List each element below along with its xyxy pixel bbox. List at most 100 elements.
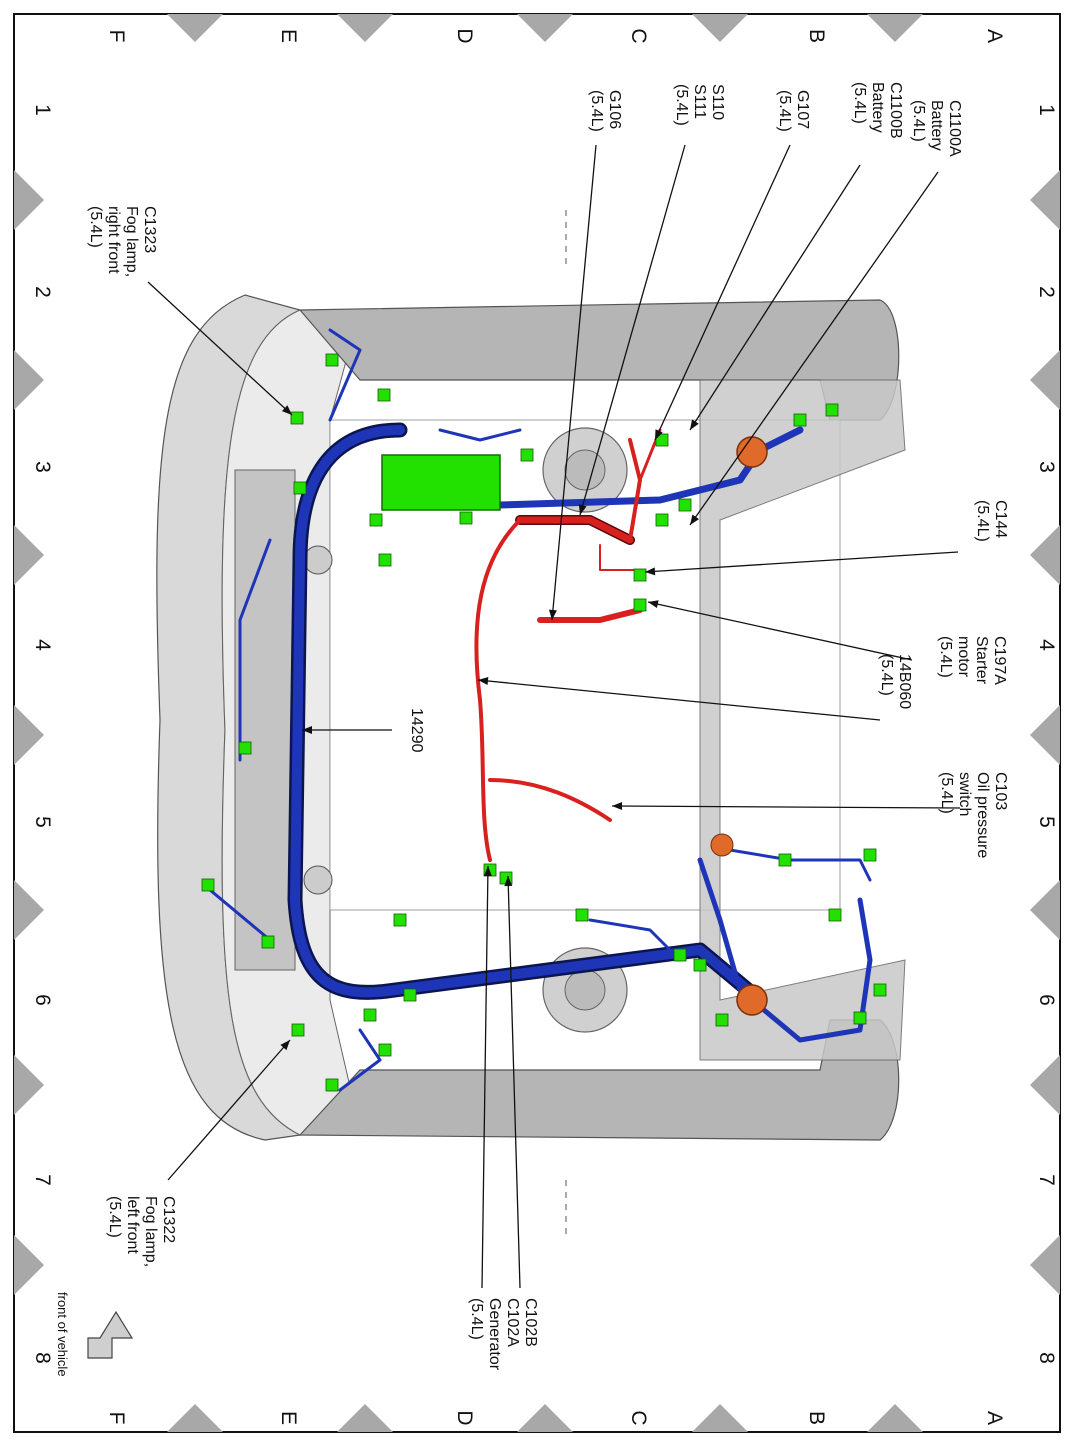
border-triangle [1030,1055,1060,1115]
border-triangles [14,14,1060,1432]
leader-s110 [579,144,686,516]
border-triangle [867,1404,923,1432]
border-triangle [337,1404,393,1432]
grid-row-label: A [983,1411,1006,1425]
strut-tower-right-inner [564,449,606,491]
border-triangle [14,170,44,230]
components [381,436,768,1016]
connectors [201,353,887,1092]
label-c1100a: C1100ABattery(5.4L) [910,100,963,157]
label-c197a: C197AStartermotor(5.4L) [937,636,1008,685]
label-s110-s111: S110S111(5.4L) [673,84,726,126]
leader-c1100a-arrowhead [690,514,700,525]
grid-row-label: F [105,30,128,43]
leader-c1323-arrowhead [281,405,292,415]
border-triangle [14,880,44,940]
leader-14b060-arrowhead [478,677,489,685]
border-triangle [1030,705,1060,765]
connector [873,983,887,997]
connector [378,1043,392,1057]
border-triangle [692,14,748,42]
connector [393,913,407,927]
border-triangle [1030,170,1060,230]
headlamp-mount-right [303,545,333,575]
connector [633,598,647,612]
front-of-vehicle-label: front of vehicle [55,1292,70,1377]
connector [678,498,692,512]
grid-col-label: 2 [1035,286,1058,298]
border-triangle [1030,880,1060,940]
vehicle-body [156,210,906,1240]
connector [369,513,383,527]
grid-row-label: E [277,29,300,43]
grid-row-label: C [627,28,650,43]
connector [715,1013,729,1027]
leader-g106-arrowhead [548,609,557,620]
connector [459,511,473,525]
connector [403,988,417,1002]
connector [655,433,669,447]
border-triangle [517,1404,573,1432]
label-14290: 14290 [408,708,425,753]
leader-c102b [507,875,521,1289]
label-g107: G107(5.4L) [776,90,811,132]
grid-row-label: A [983,29,1006,43]
leader-g106 [551,144,597,621]
grid-col-label: 1 [31,104,54,116]
leader-c144-arrowhead [645,567,656,576]
leader-c1100b [689,164,861,431]
leader-c103 [611,805,961,809]
fuse-box [381,454,501,511]
grid-col-label: 3 [1035,461,1058,473]
label-c102: C102BC102AGenerator(5.4L) [468,1298,539,1371]
grid-row-label: C [627,1410,650,1425]
label-c103: C103Oil pressureswitch(5.4L) [938,772,1009,858]
front-of-vehicle-arrow [87,1310,134,1359]
connector [828,908,842,922]
connector [853,1011,867,1025]
leader-c1100b-arrowhead [690,419,699,430]
label-c1323: C1323Fog lamp,right front(5.4L) [87,206,158,277]
leader-lines [147,144,961,1289]
connector [673,948,687,962]
leader-c1323 [147,281,293,416]
connector [377,388,391,402]
leader-c144 [644,551,959,573]
border-triangle [167,14,223,42]
connector [863,848,877,862]
grid-row-label: B [805,1411,828,1425]
connector [201,878,215,892]
border-triangle [14,705,44,765]
leader-c102a-arrowhead [483,866,492,877]
grid-col-label: 4 [31,639,54,651]
connector [378,553,392,567]
harness-14290 [208,328,873,1092]
label-c1100b: C1100BBattery(5.4L) [851,82,904,139]
border-triangle [14,1235,44,1295]
leader-s110-arrowhead [578,504,587,515]
grid-col-label: 6 [1035,994,1058,1006]
connector [793,413,807,427]
border-triangle [14,525,44,585]
grid-col-label: 2 [31,286,54,298]
strut-tower-left-inner [564,969,606,1011]
leader-14290-arrowhead [302,726,312,734]
connector [261,935,275,949]
grid-row-label: B [805,29,828,43]
connector [520,448,534,462]
connector [693,958,707,972]
component-orange-small [710,833,734,857]
connector [325,1078,339,1092]
connector [655,513,669,527]
label-c144: C144(5.4L) [974,500,1009,542]
leader-c1100a [689,171,939,526]
grid-col-label: 7 [31,1174,54,1186]
border-triangle [14,350,44,410]
leader-14b060 [477,679,881,721]
harness-14b060 [474,428,662,862]
label-g106: G106(5.4L) [588,90,623,132]
grid-col-label: 7 [1035,1174,1058,1186]
leader-g107 [654,144,791,441]
